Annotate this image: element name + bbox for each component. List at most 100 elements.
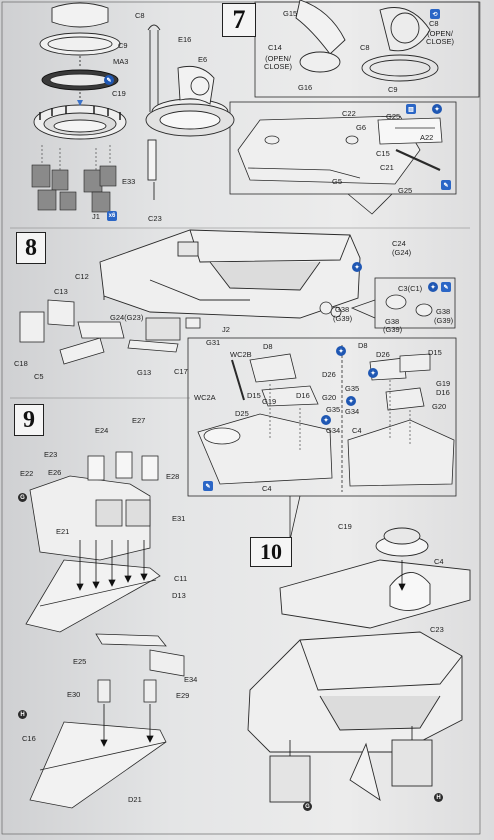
brush-icon-a: ✎ (441, 180, 451, 190)
part-label-d25: D25 (235, 409, 249, 418)
part-label-d15-right: D15 (428, 348, 442, 357)
part-label-g15: G15 (283, 9, 298, 18)
part-label-e21: E21 (56, 527, 70, 536)
part-label-g20: G20 (322, 393, 337, 402)
part-label-d16: D16 (296, 391, 310, 400)
decal-icon-e: ✦ (321, 415, 331, 425)
marker-g-step10: G (303, 802, 312, 811)
brush-icon-c: ✎ (203, 481, 213, 491)
step9-hull-right (347, 353, 455, 487)
part-label-g39-c: (G39) (434, 316, 454, 325)
decal-icon-d: ✦ (336, 346, 346, 356)
part-label-c18: C18 (14, 359, 28, 368)
part-label-g34-right: G34 (345, 407, 360, 416)
hatch-ring-assembly (33, 2, 127, 140)
part-label-g24-g23: G24(G23) (110, 313, 144, 322)
step7-frame (254, 1, 480, 98)
part-label-e25: E25 (73, 657, 87, 666)
step9-lower-arrows (100, 704, 154, 747)
part-label-e6: E6 (198, 55, 208, 64)
decal-icon-b: ✦ (352, 262, 362, 272)
part-label-a22: A22 (420, 133, 434, 142)
marker-h-step10: H (434, 793, 443, 802)
part-label-e30: E30 (67, 690, 81, 699)
part-label-d26-right: D26 (376, 350, 390, 359)
part-label-d8-right: D8 (358, 341, 368, 350)
part-label-c8-hatch: C8 (360, 43, 370, 52)
step9-arrows (76, 540, 148, 591)
part-label-c9: C9 (118, 41, 128, 50)
step8-callout-pointer (350, 299, 376, 319)
step10-arrows (289, 560, 413, 756)
c3-detail (385, 294, 433, 317)
part-label-c3-c1: C3(C1) (398, 284, 423, 293)
part-label-c17: C17 (174, 367, 188, 376)
step-9-number: 9 (14, 404, 44, 436)
sheet-border (1, 1, 481, 835)
part-label-d13: D13 (172, 591, 186, 600)
part-label-e31: E31 (172, 514, 186, 523)
part-label-d15: D15 (247, 391, 261, 400)
part-label-c23: C23 (148, 214, 162, 223)
part-label-g38-c: G38 (436, 307, 451, 316)
part-label-g35-right: G35 (345, 384, 360, 393)
glue-icon: ✎ (104, 75, 114, 85)
part-label-e28: E28 (166, 472, 180, 481)
part-label-c24: C24 (392, 239, 406, 248)
paint-icon-a: ▥ (406, 104, 416, 114)
part-label-j2: J2 (222, 325, 230, 334)
part-label-e24: E24 (95, 426, 109, 435)
step8-detail-frame (374, 277, 456, 329)
step10-hull-body (247, 631, 463, 803)
part-label-e23: E23 (44, 450, 58, 459)
step10-hull-top (279, 527, 471, 629)
step9-interior (25, 451, 161, 633)
step9-hull-left (197, 353, 333, 485)
part-label-c15: C15 (376, 149, 390, 158)
part-label-d26: D26 (322, 370, 336, 379)
decal-icon-a: ✦ (432, 104, 442, 114)
part-label-open-close-a: (OPEN/ CLOSE) (264, 54, 292, 71)
cupola-assembly (145, 24, 235, 200)
part-label-c9-right: C9 (388, 85, 398, 94)
hatch-periscope-blocks (31, 164, 117, 213)
part-label-open-close-b: (OPEN/ CLOSE) (426, 29, 454, 46)
part-label-g34: G34 (326, 426, 341, 435)
part-label-c23-step10: C23 (430, 625, 444, 634)
part-label-ma3: MA3 (113, 57, 129, 66)
part-label-c13: C13 (54, 287, 68, 296)
part-label-c19-step10: C19 (338, 522, 352, 531)
part-label-e33: E33 (122, 177, 136, 186)
part-label-e16: E16 (178, 35, 192, 44)
part-label-c4-right: C4 (352, 426, 362, 435)
part-label-c5: C5 (34, 372, 44, 381)
part-label-g35: G35 (326, 405, 341, 414)
step-7-number: 7 (222, 3, 256, 37)
hull-roof-detail (237, 115, 443, 185)
marker-h: H (18, 710, 27, 719)
part-label-c16: C16 (22, 734, 36, 743)
part-label-c22: C22 (342, 109, 356, 118)
part-label-c8-right: C8 (429, 19, 439, 28)
part-label-g39-a: (G39) (333, 314, 353, 323)
part-label-c21: C21 (380, 163, 394, 172)
step-10-number: 10 (250, 537, 292, 567)
marker-g: G (18, 493, 27, 502)
decal-icon-c: ✦ (428, 282, 438, 292)
decal-icon-g: ✦ (346, 396, 356, 406)
part-label-g20-right: G20 (432, 402, 447, 411)
part-label-g5: G5 (332, 177, 343, 186)
step9-detail-frame (187, 337, 457, 497)
part-label-d21: D21 (128, 795, 142, 804)
part-label-g39-b: (G39) (383, 325, 403, 334)
part-label-d8: D8 (263, 342, 273, 351)
step8-small-parts (19, 299, 342, 365)
part-label-c4-step10: C4 (434, 557, 444, 566)
hull-upper-body (99, 229, 361, 319)
part-label-j1: J1 (92, 212, 100, 221)
j1-quantity-badge: x6 (107, 211, 117, 221)
decal-icon-f: ✦ (368, 368, 378, 378)
part-label-g24-paren: (G24) (392, 248, 412, 257)
part-label-g16: G16 (298, 83, 313, 92)
part-label-e34: E34 (184, 675, 198, 684)
